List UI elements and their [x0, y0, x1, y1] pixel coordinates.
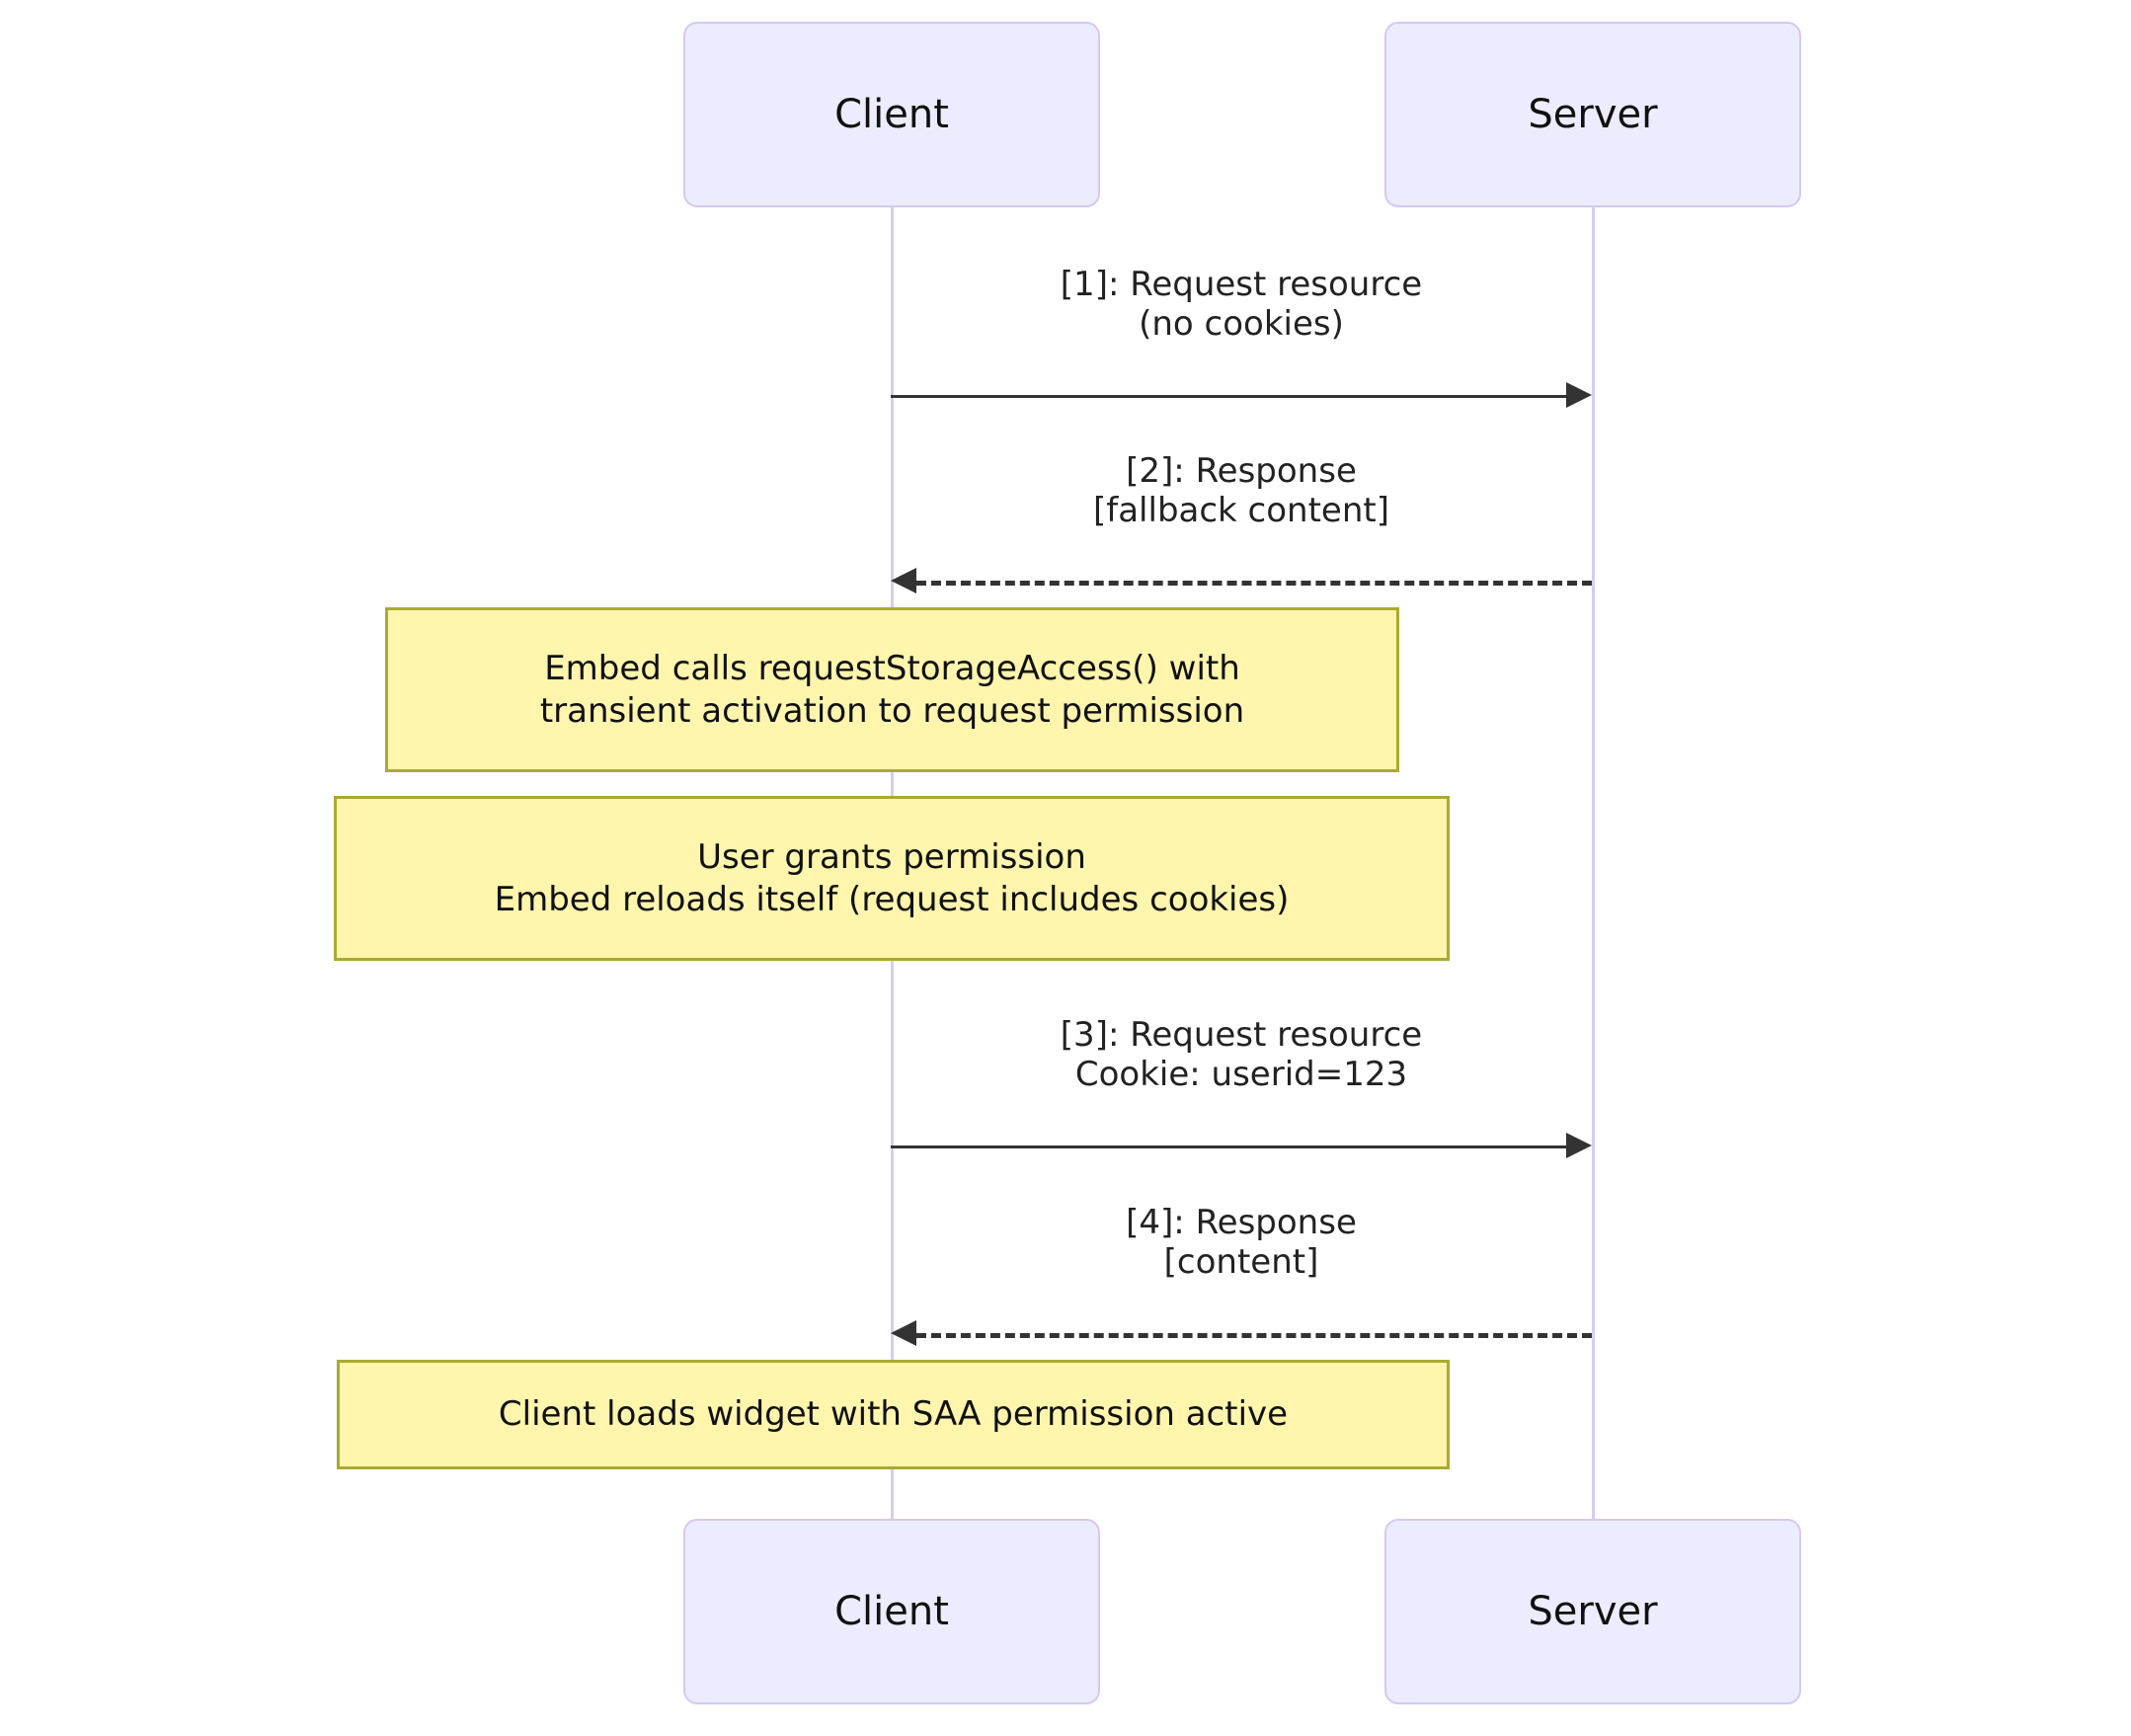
actor-box-client-top[interactable]: Client	[683, 22, 1100, 207]
note-1: Embed calls requestStorageAccess() with …	[385, 607, 1399, 772]
actor-label-client-top: Client	[834, 92, 949, 137]
note-2: User grants permission Embed reloads its…	[334, 796, 1450, 961]
note-1-text: Embed calls requestStorageAccess() with …	[539, 649, 1245, 731]
note-3: Client loads widget with SAA permission …	[337, 1360, 1450, 1469]
message-line-2	[916, 581, 1592, 586]
note-2-text: User grants permission Embed reloads its…	[494, 837, 1290, 919]
arrow-head-right-1	[1566, 382, 1592, 408]
arrow-head-left-4	[891, 1320, 916, 1346]
message-label-2: [2]: Response [fallback content]	[1092, 451, 1389, 531]
actor-label-server-bottom: Server	[1528, 1589, 1658, 1634]
message-label-1: [1]: Request resource (no cookies)	[1060, 265, 1423, 345]
arrow-head-right-3	[1566, 1133, 1592, 1158]
message-line-3	[891, 1145, 1566, 1148]
note-3-text: Client loads widget with SAA permission …	[498, 1394, 1289, 1435]
actor-label-client-bottom: Client	[834, 1589, 949, 1634]
message-label-4: [4]: Response [content]	[1126, 1203, 1357, 1283]
lifeline-server	[1592, 205, 1595, 1543]
message-label-3: [3]: Request resource Cookie: userid=123	[1060, 1015, 1423, 1095]
message-line-4	[916, 1333, 1592, 1338]
actor-box-server-top[interactable]: Server	[1384, 22, 1801, 207]
arrow-head-left-2	[891, 568, 916, 593]
actor-box-client-bottom[interactable]: Client	[683, 1519, 1100, 1704]
actor-box-server-bottom[interactable]: Server	[1384, 1519, 1801, 1704]
message-line-1	[891, 395, 1566, 398]
actor-label-server-top: Server	[1528, 92, 1658, 137]
